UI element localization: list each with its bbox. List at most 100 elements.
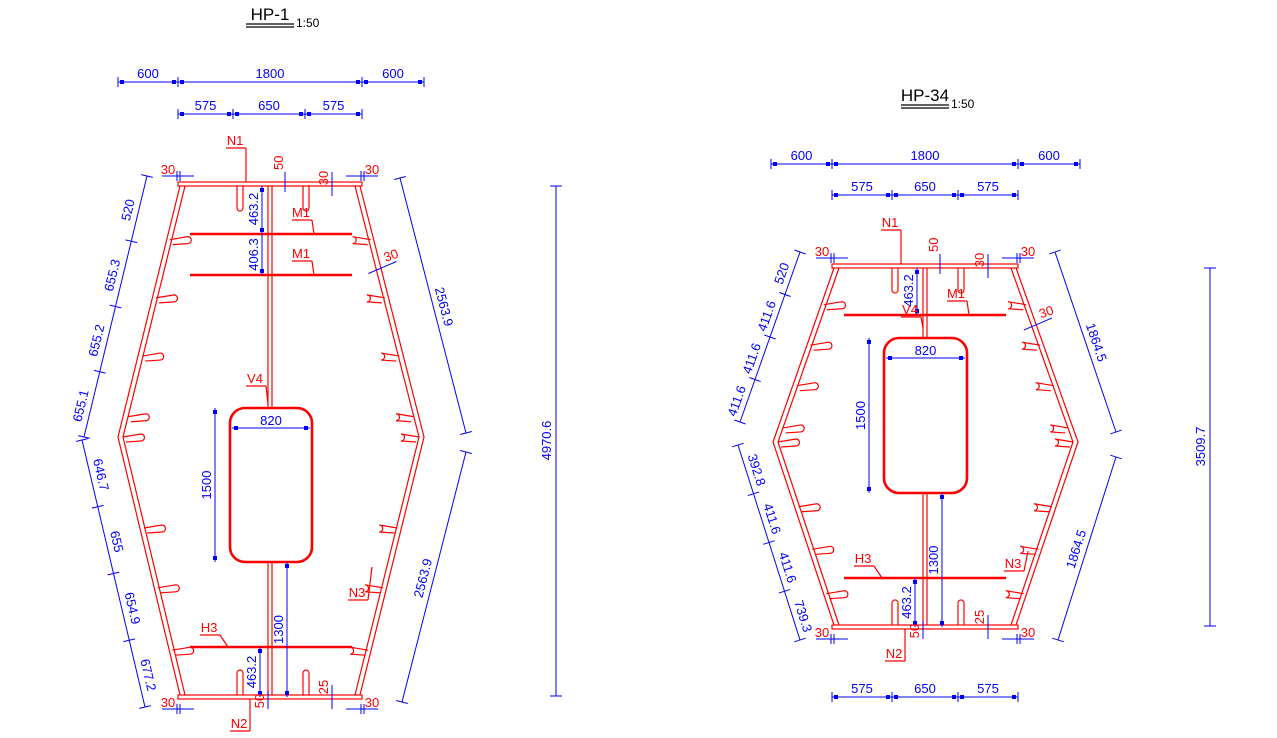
dimension-tick	[794, 637, 806, 643]
dimension-text: 650	[914, 681, 936, 696]
flange-hook	[302, 669, 310, 695]
dimension-arrow	[1012, 162, 1016, 166]
dimension-text: 575	[851, 681, 873, 696]
label-v4: V4	[247, 371, 263, 386]
dimension-tick	[763, 540, 775, 545]
right-web-bar	[359, 185, 425, 696]
dimension-arrow	[940, 495, 944, 499]
dimension-tick	[107, 571, 120, 576]
dimension-arrow	[952, 193, 956, 197]
dimension-arrow	[1012, 193, 1016, 197]
dimension-arrow	[356, 112, 360, 116]
right-upper-dimension: 2563.9	[394, 176, 472, 435]
stirrup-hook	[777, 438, 801, 448]
label-h3: H3	[201, 620, 218, 635]
stirrup-hook	[395, 413, 415, 423]
dimension-arrow	[834, 193, 838, 197]
opening-box	[882, 336, 969, 495]
dimension-tick	[109, 304, 122, 309]
dimension-text: 2563.9	[411, 557, 435, 599]
dimension-arrow	[1020, 162, 1024, 166]
dimension-arrow	[356, 80, 360, 84]
dimension-text: 30	[815, 244, 829, 259]
dimension-arrow	[258, 691, 262, 695]
left-web-bar	[772, 267, 835, 626]
dimension-tick	[91, 504, 104, 509]
dimension-text: 1864.5	[1063, 528, 1089, 570]
stirrup-hook	[169, 236, 192, 246]
dimension-text: 520	[118, 198, 138, 223]
label-h3: H3	[855, 551, 872, 566]
dimension-tick	[460, 431, 472, 435]
dimension-arrow	[960, 193, 964, 197]
dimension-tick	[732, 442, 744, 448]
label-v4: V4	[902, 302, 918, 317]
dimension-text: 575	[851, 179, 873, 194]
dimension-tick	[1110, 429, 1122, 435]
dimension-line	[1057, 456, 1117, 641]
overall-height-dimension: 3509.7	[1193, 267, 1216, 627]
dimension-tick	[734, 419, 746, 425]
dimension-text: 2563.9	[432, 285, 456, 327]
dimension-arrow	[260, 188, 264, 192]
stirrup-hook	[1021, 341, 1041, 351]
top-flange-bar	[177, 181, 363, 187]
dimension-text: 406.3	[246, 238, 261, 271]
dimension-text: 1300	[271, 615, 286, 644]
drawing-title: HP-34	[901, 86, 949, 105]
stirrup-hook	[379, 524, 398, 534]
dimension-tick	[123, 638, 136, 643]
stirrup-hook	[400, 433, 420, 443]
dimension-arrow	[418, 80, 422, 84]
right-lower-dimension: 2563.9	[396, 450, 472, 704]
leader-line	[311, 260, 315, 276]
dimension-line	[368, 261, 397, 274]
dimension-arrow	[894, 193, 898, 197]
flange-hook	[891, 599, 899, 625]
dimension-arrow	[227, 112, 231, 116]
flange-hook	[891, 268, 899, 294]
dimension-text: 820	[260, 413, 282, 428]
dimension-arrow	[234, 426, 238, 430]
leader-line	[219, 634, 229, 648]
stirrup-hook	[826, 590, 849, 600]
leader-line	[1023, 550, 1029, 572]
dimension-text: 30	[382, 246, 401, 265]
leader-line	[873, 565, 883, 579]
stirrup-hook	[157, 584, 180, 594]
dimension-text: 411.6	[739, 341, 764, 376]
dimension-text: 600	[1038, 148, 1060, 163]
dimension-text: 30	[161, 695, 175, 710]
dimension-tick	[747, 491, 760, 497]
left-web-bar	[117, 185, 181, 696]
dimension-text: 25	[316, 680, 331, 694]
drawing-scale: 1:50	[951, 97, 975, 111]
dimension-text: 655	[107, 529, 127, 554]
dimension-text: 30	[316, 171, 331, 185]
dimension-text: 655.1	[70, 388, 92, 423]
dimension-text: 1300	[926, 546, 941, 575]
bottom-flange-bar	[177, 694, 363, 700]
leader-line	[367, 566, 373, 601]
dimension-text: 520	[771, 261, 792, 286]
dimension-arrow	[1074, 162, 1078, 166]
dimension-arrow	[915, 309, 919, 313]
dimension-tick	[396, 700, 408, 704]
label-m1: M1	[292, 205, 310, 220]
stirrup-hook	[142, 352, 165, 362]
dimension-text: 650	[914, 179, 936, 194]
dimension-tick	[394, 176, 406, 180]
dimension-text: 50	[926, 238, 941, 252]
dimension-text: 30	[1037, 302, 1056, 321]
dimension-text: 30	[972, 253, 987, 267]
label-n1: N1	[882, 215, 899, 230]
label-n3: N3	[1005, 556, 1022, 571]
stirrup-hook	[366, 294, 385, 304]
label-n1: N1	[227, 133, 244, 148]
